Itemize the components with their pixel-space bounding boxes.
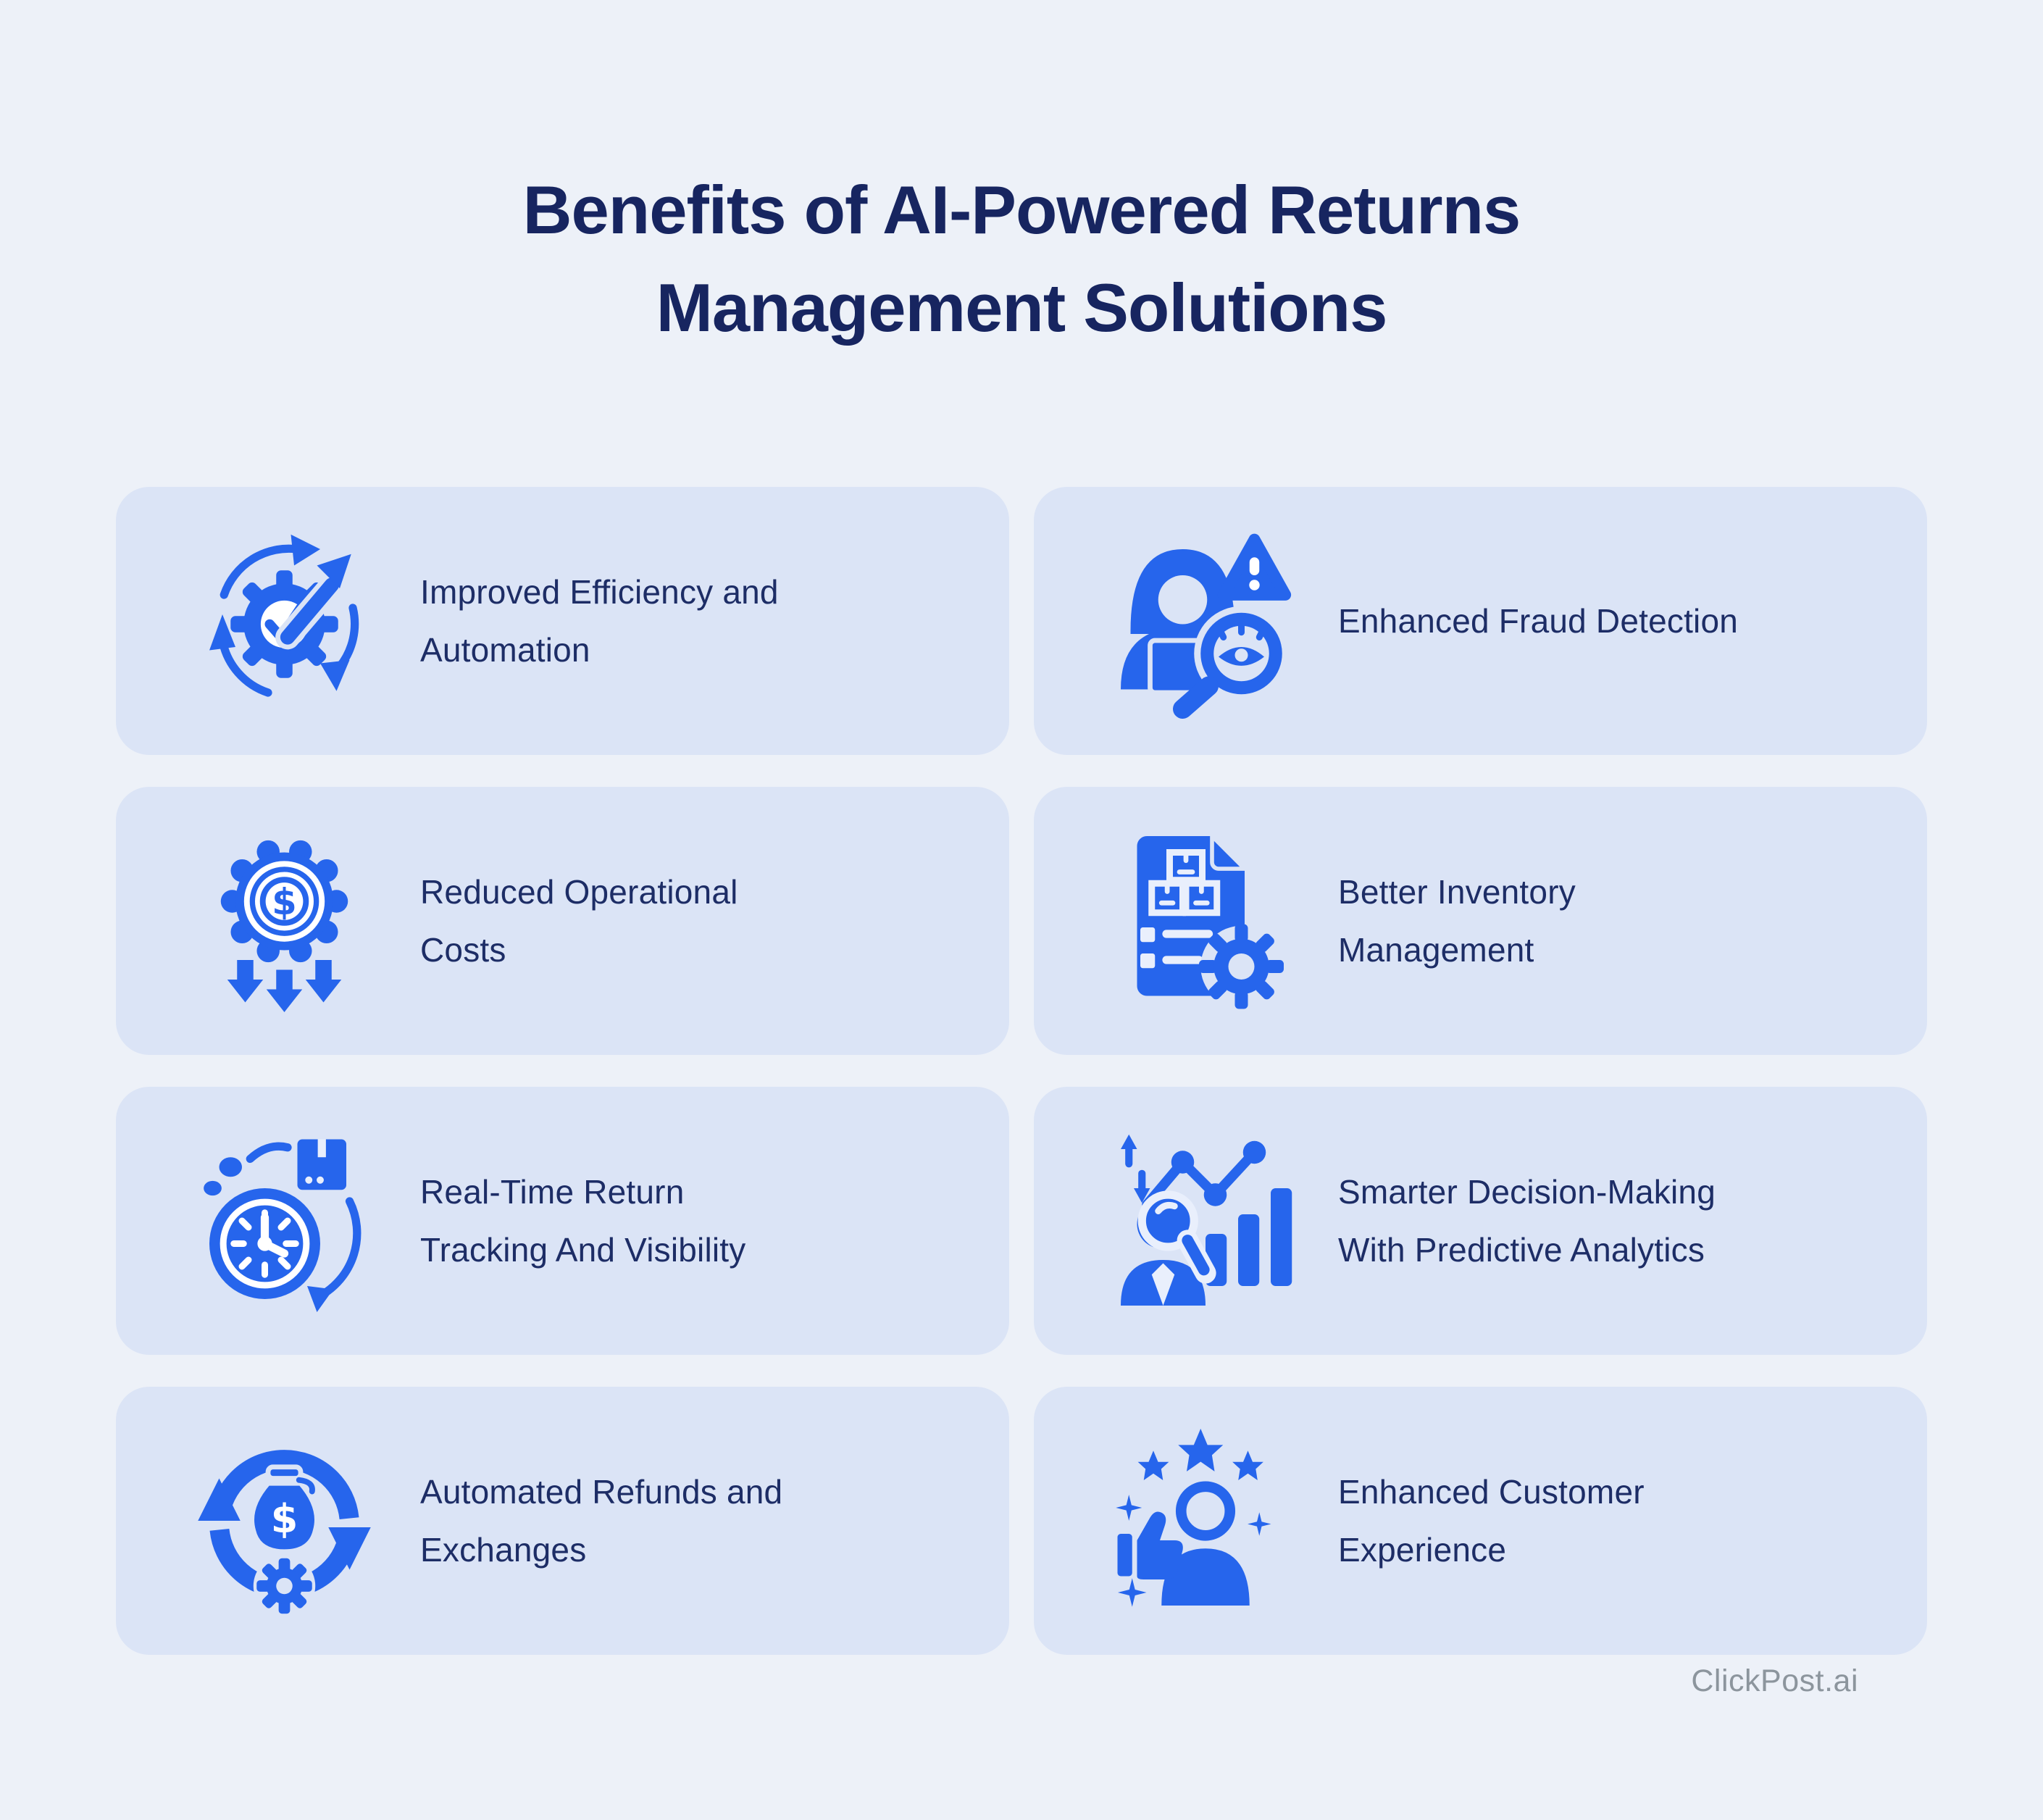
automated-refunds-icon: $: [190, 1423, 385, 1619]
benefit-card-label: Improved Efficiency and Automation: [420, 572, 779, 669]
footer-brand: ClickPost.ai: [1691, 1664, 1858, 1698]
svg-text:$: $: [271, 1496, 298, 1542]
return-tracking-icon: [190, 1123, 385, 1319]
predictive-analytics-icon: [1108, 1123, 1303, 1319]
benefit-card-predictive-analytics: Smarter Decision-Making With Predictive …: [1034, 1087, 1927, 1355]
page-title-line-1: Benefits of AI-Powered Returns: [522, 172, 1521, 248]
page-title: Benefits of AI-Powered Returns Managemen…: [0, 0, 2043, 357]
benefits-grid: Improved Efficiency and Automation: [116, 487, 1927, 1655]
benefit-card-label: Reduced Operational Costs: [420, 872, 738, 969]
benefit-card-label: Smarter Decision-Making With Predictive …: [1338, 1172, 1716, 1269]
efficiency-automation-icon: [190, 523, 385, 719]
customer-experience-icon: [1108, 1423, 1303, 1619]
benefit-card-label: Enhanced Fraud Detection: [1338, 601, 1739, 640]
benefit-card-fraud-detection: Enhanced Fraud Detection: [1034, 487, 1927, 755]
benefit-card-label: Better Inventory Management: [1338, 872, 1576, 969]
benefit-card-label: Automated Refunds and Exchanges: [420, 1472, 783, 1569]
benefit-card-inventory: Better Inventory Management: [1034, 787, 1927, 1055]
reduced-operational-costs-icon: $: [190, 823, 385, 1019]
benefit-card-return-tracking: Real-Time Return Tracking And Visibility: [116, 1087, 1009, 1355]
page-title-line-2: Management Solutions: [656, 270, 1388, 346]
benefit-card-customer-experience: Enhanced Customer Experience: [1034, 1387, 1927, 1655]
inventory-management-icon: [1108, 823, 1303, 1019]
svg-text:$: $: [272, 881, 296, 923]
benefit-card-reduced-costs: $ Reduced Operational Costs: [116, 787, 1009, 1055]
benefit-card-efficiency: Improved Efficiency and Automation: [116, 487, 1009, 755]
benefit-card-label: Enhanced Customer Experience: [1338, 1472, 1645, 1569]
benefit-card-label: Real-Time Return Tracking And Visibility: [420, 1172, 746, 1269]
benefit-card-automated-refunds: $: [116, 1387, 1009, 1655]
fraud-detection-icon: [1108, 523, 1303, 719]
